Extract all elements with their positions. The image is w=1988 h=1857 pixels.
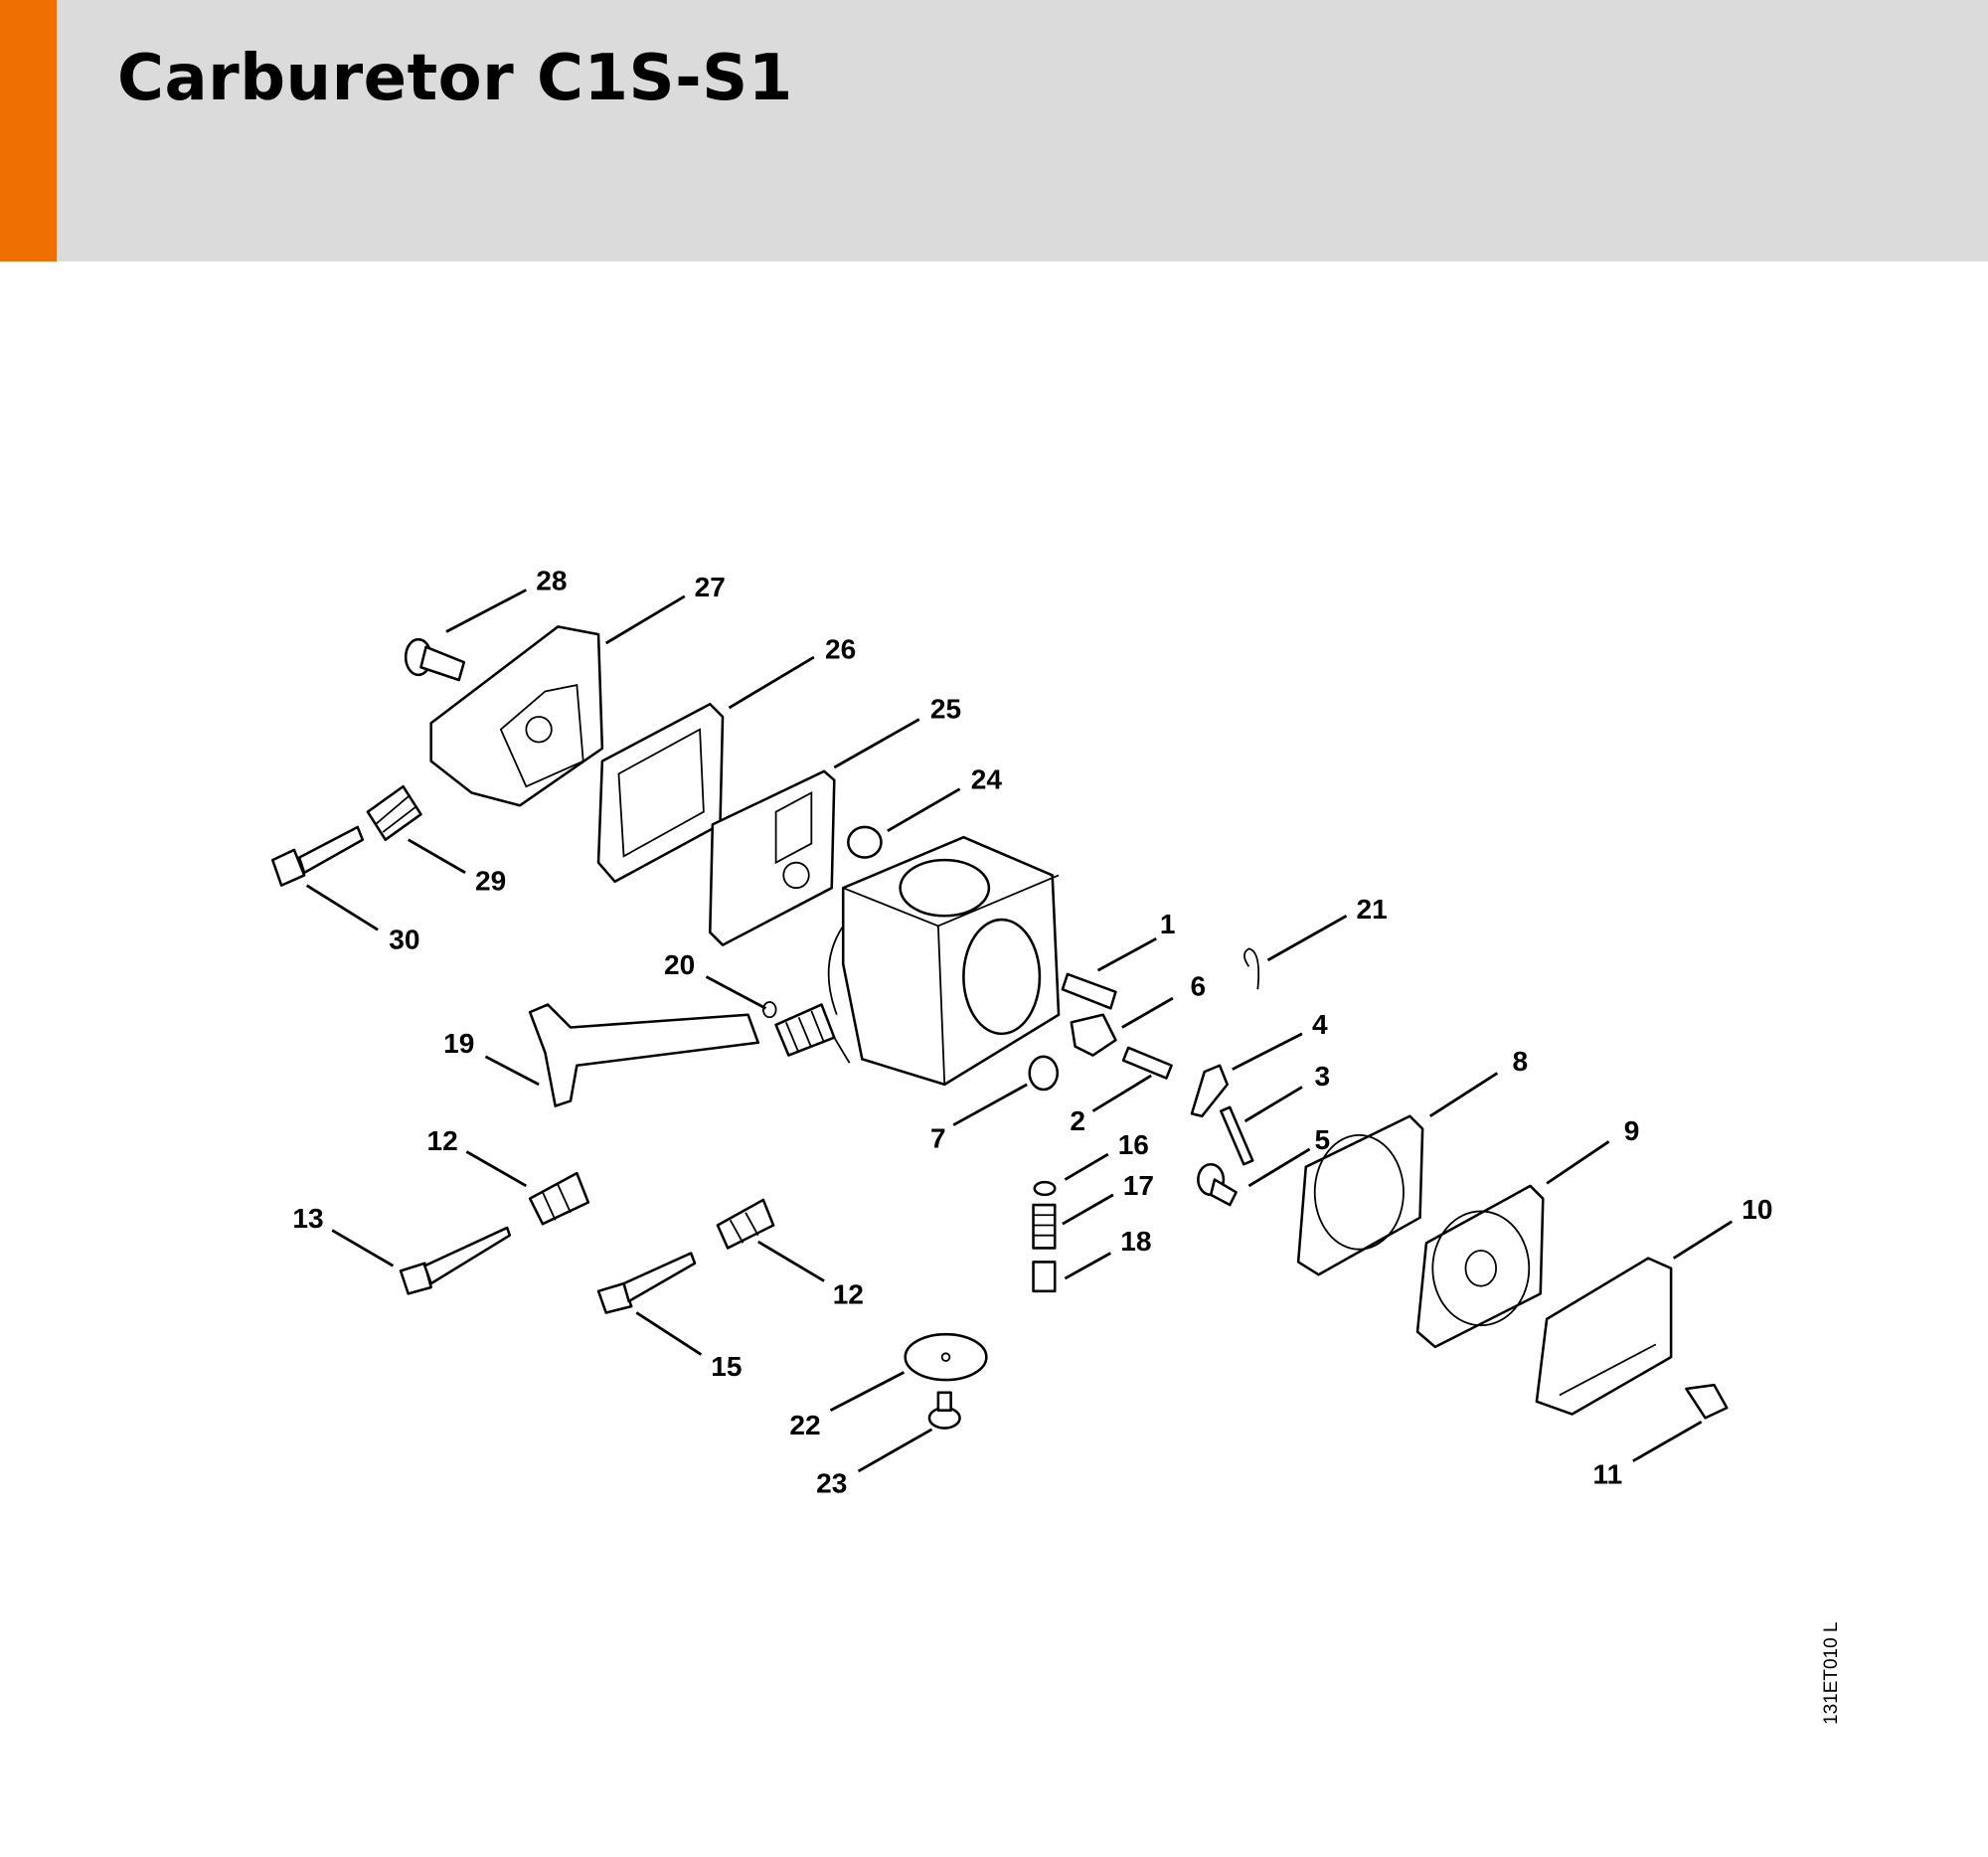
part-10-cover bbox=[1535, 1257, 1673, 1416]
callout-25: 25 bbox=[930, 693, 961, 724]
callout-11: 11 bbox=[1593, 1459, 1623, 1490]
callout-13: 13 bbox=[292, 1203, 323, 1234]
part-15-screw bbox=[596, 1252, 697, 1314]
callout-30: 30 bbox=[389, 924, 419, 954]
callout-4: 4 bbox=[1312, 1009, 1328, 1040]
part-13-screw bbox=[399, 1226, 512, 1295]
part-22-disc bbox=[904, 1332, 988, 1382]
callout-9: 9 bbox=[1624, 1115, 1640, 1146]
part-20-spring bbox=[761, 1001, 851, 1064]
callout-23: 23 bbox=[816, 1468, 847, 1499]
part-28-screw bbox=[404, 637, 466, 682]
drawing-code: 131ET010 L bbox=[1821, 1621, 1842, 1725]
part-12-spring-a bbox=[528, 1171, 590, 1226]
callout-24: 24 bbox=[971, 764, 1003, 795]
callout-29: 29 bbox=[475, 866, 506, 897]
part-1-needle bbox=[1061, 972, 1117, 1010]
carburetor-body bbox=[827, 835, 1061, 1087]
part-8-gasket bbox=[1296, 1114, 1424, 1276]
part-17-spring bbox=[1032, 1203, 1057, 1250]
callout-28: 28 bbox=[536, 565, 567, 595]
part-7-plug bbox=[1028, 1055, 1060, 1092]
page-title: Carburetor C1S-S1 bbox=[117, 42, 793, 115]
part-16-washer bbox=[1033, 1180, 1057, 1197]
part-29-spring bbox=[366, 784, 422, 841]
part-27-pump-cover bbox=[429, 625, 604, 807]
callout-5: 5 bbox=[1315, 1124, 1331, 1155]
part-6-valve bbox=[1070, 1013, 1117, 1057]
part-30-screw bbox=[270, 825, 365, 887]
part-3-pin bbox=[1220, 1105, 1254, 1166]
callout-12b: 12 bbox=[833, 1279, 864, 1310]
callout-22: 22 bbox=[789, 1410, 820, 1440]
part-4-lever bbox=[1190, 1064, 1229, 1118]
part-18-needle bbox=[1032, 1261, 1057, 1293]
callout-19: 19 bbox=[443, 1028, 474, 1059]
callout-3: 3 bbox=[1315, 1061, 1331, 1092]
header-bar: Carburetor C1S-S1 bbox=[0, 0, 1988, 261]
callout-18: 18 bbox=[1120, 1226, 1151, 1257]
part-5-screw bbox=[1197, 1162, 1238, 1207]
part-11-screw bbox=[1685, 1383, 1729, 1420]
part-19-lever-shaft bbox=[528, 1003, 760, 1107]
callout-17: 17 bbox=[1123, 1170, 1154, 1201]
leader-lines bbox=[305, 589, 1734, 1473]
part-23-screw bbox=[927, 1391, 961, 1430]
callout-20: 20 bbox=[664, 949, 695, 980]
callout-26: 26 bbox=[825, 633, 856, 664]
part-12-spring-b bbox=[716, 1198, 775, 1250]
part-9-diaphragm bbox=[1415, 1184, 1545, 1349]
callout-12a: 12 bbox=[427, 1125, 458, 1156]
part-21-clip bbox=[1243, 947, 1260, 990]
part-24-plug bbox=[847, 825, 883, 859]
callout-27: 27 bbox=[695, 572, 726, 602]
callout-7: 7 bbox=[930, 1123, 946, 1154]
callout-2: 2 bbox=[1070, 1105, 1085, 1136]
callout-10: 10 bbox=[1741, 1194, 1772, 1225]
callout-6: 6 bbox=[1191, 971, 1207, 1002]
callout-8: 8 bbox=[1513, 1046, 1529, 1077]
callout-16: 16 bbox=[1118, 1129, 1149, 1160]
orange-accent-stripe bbox=[0, 0, 57, 261]
callout-15: 15 bbox=[711, 1351, 742, 1382]
part-26-gasket bbox=[596, 702, 725, 884]
callout-21: 21 bbox=[1357, 894, 1388, 925]
callout-1: 1 bbox=[1160, 909, 1176, 939]
part-25-diaphragm bbox=[709, 769, 836, 946]
part-2-spring bbox=[1121, 1046, 1173, 1080]
